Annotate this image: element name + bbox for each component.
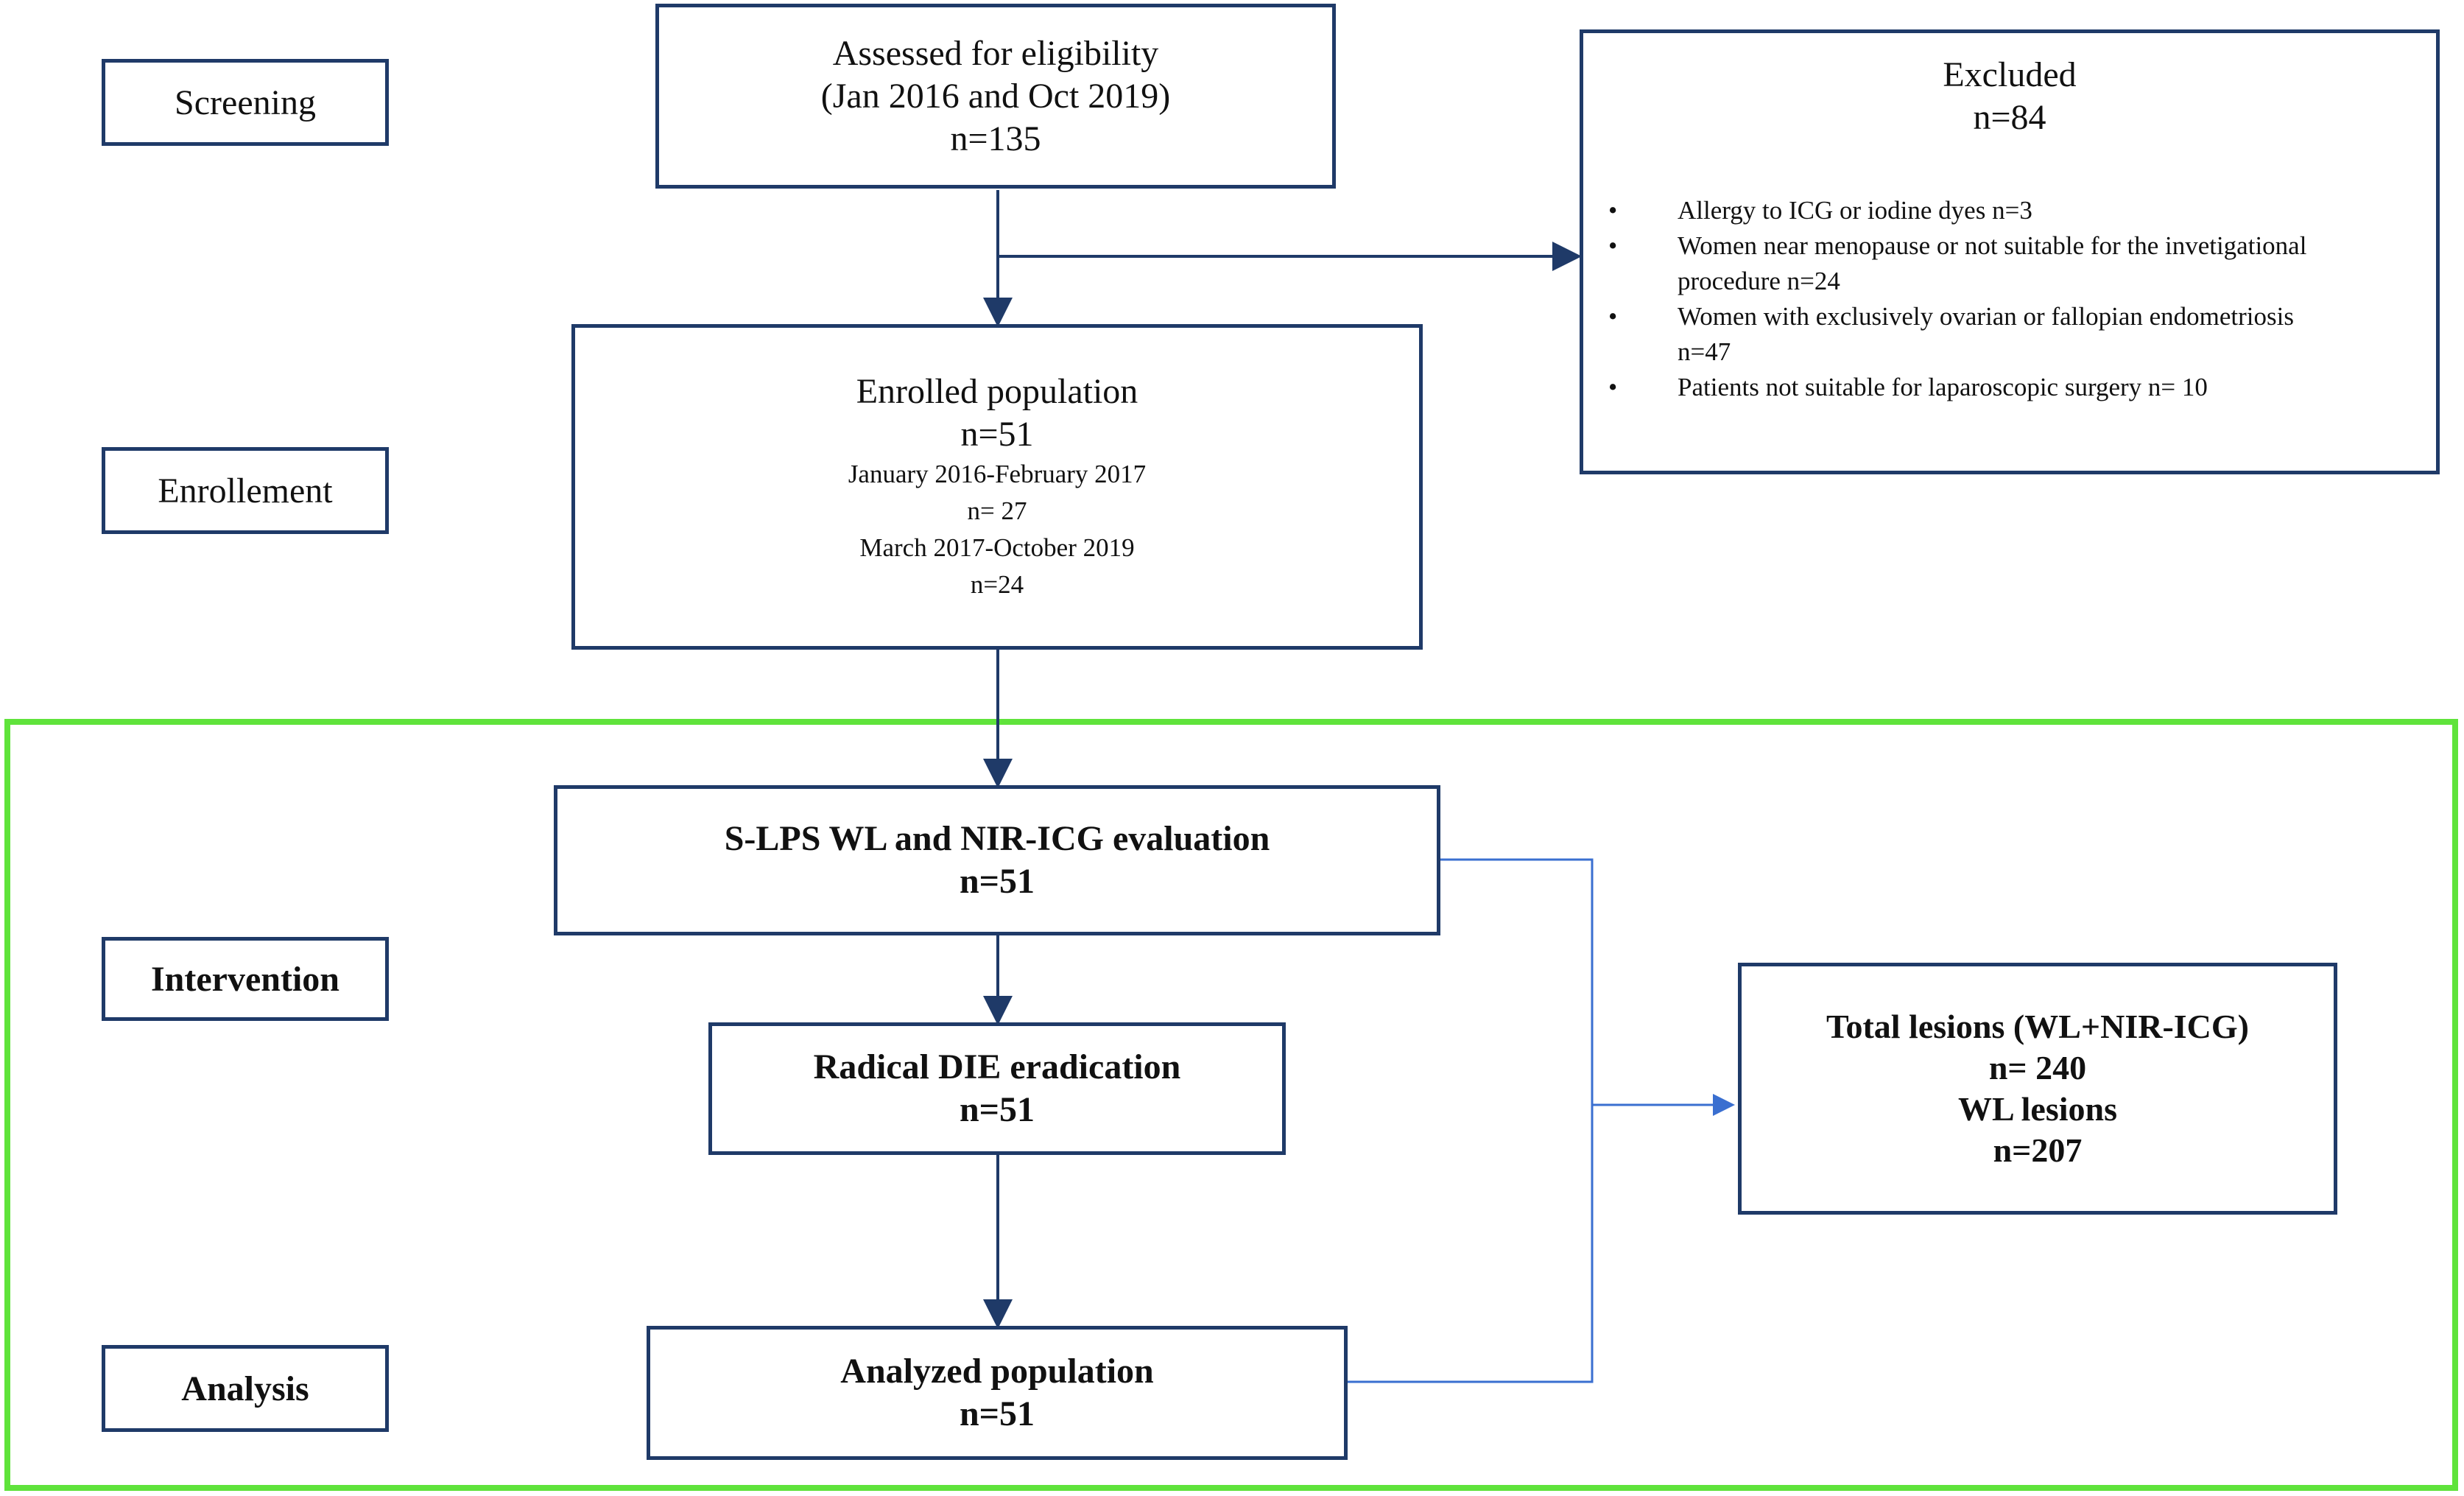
intervention-phase-frame [4,719,2458,1491]
excluded-count: n=84 [1973,98,2046,137]
stage-screening-label: Screening [175,82,316,122]
stage-screening: Screening [102,59,389,146]
enrolled-title: Enrolled population [856,372,1138,411]
slps-title: S-LPS WL and NIR-ICG evaluation [724,819,1270,858]
excluded-reason: • Patients not suitable for laparoscopic… [1597,370,2333,405]
analyzed-count: n=51 [959,1394,1035,1433]
excluded-reason-text: Women near menopause or not suitable for… [1678,231,2307,295]
stage-enrollment-label: Enrollement [158,471,333,510]
excluded-reason: • Allergy to ICG or iodine dyes n=3 [1597,193,2333,228]
radical-box: Radical DIE eradication n=51 [708,1022,1286,1155]
excluded-box: Excluded n=84 [1580,29,2440,474]
excluded-reason: • Women near menopause or not suitable f… [1597,228,2333,299]
lesions-wl-label: WL lesions [1957,1090,2117,1128]
slps-box: S-LPS WL and NIR-ICG evaluation n=51 [554,785,1440,935]
enrolled-period-1: January 2016-February 2017 [848,460,1147,488]
stage-intervention: Intervention [102,937,389,1021]
radical-count: n=51 [959,1090,1035,1129]
analyzed-box: Analyzed population n=51 [647,1326,1348,1460]
bullet-icon: • [1608,196,1618,225]
lesions-total-count: n= 240 [1988,1049,2087,1086]
lesions-wl-count: n=207 [1993,1131,2083,1169]
excluded-reason-text: Patients not suitable for laparoscopic s… [1678,373,2208,401]
excluded-reason-text: Women with exclusively ovarian or fallop… [1678,302,2294,366]
bullet-icon: • [1608,373,1618,401]
analyzed-title: Analyzed population [840,1352,1154,1391]
connector-slps-to-lesions [1348,858,1594,1383]
stage-analysis: Analysis [102,1345,389,1432]
assessed-box: Assessed for eligibility (Jan 2016 and O… [655,4,1336,189]
stage-analysis-label: Analysis [181,1369,309,1408]
enrolled-box: Enrolled population n=51 January 2016-Fe… [571,324,1423,650]
stage-intervention-label: Intervention [151,959,339,999]
stage-enrollment: Enrollement [102,447,389,534]
radical-title: Radical DIE eradication [813,1047,1181,1086]
excluded-title: Excluded [1943,55,2077,94]
assessed-period: (Jan 2016 and Oct 2019) [820,76,1171,116]
lesions-box: Total lesions (WL+NIR-ICG) n= 240 WL les… [1738,963,2337,1215]
assessed-count: n=135 [950,119,1041,158]
assessed-title: Assessed for eligibility [832,33,1159,73]
enrolled-count: n=51 [960,415,1034,454]
excluded-reason-text: Allergy to ICG or iodine dyes n=3 [1678,196,2032,225]
enrolled-count-2: n=24 [970,570,1024,599]
slps-count: n=51 [959,862,1035,901]
excluded-reasons-list: • Allergy to ICG or iodine dyes n=3 • Wo… [1597,193,2333,405]
bullet-icon: • [1608,302,1618,331]
enrolled-count-1: n= 27 [967,496,1027,525]
enrolled-period-2: March 2017-October 2019 [859,533,1135,562]
bullet-icon: • [1608,231,1618,260]
lesions-total-label: Total lesions (WL+NIR-ICG) [1826,1008,2249,1045]
excluded-reason: • Women with exclusively ovarian or fall… [1597,299,2333,370]
